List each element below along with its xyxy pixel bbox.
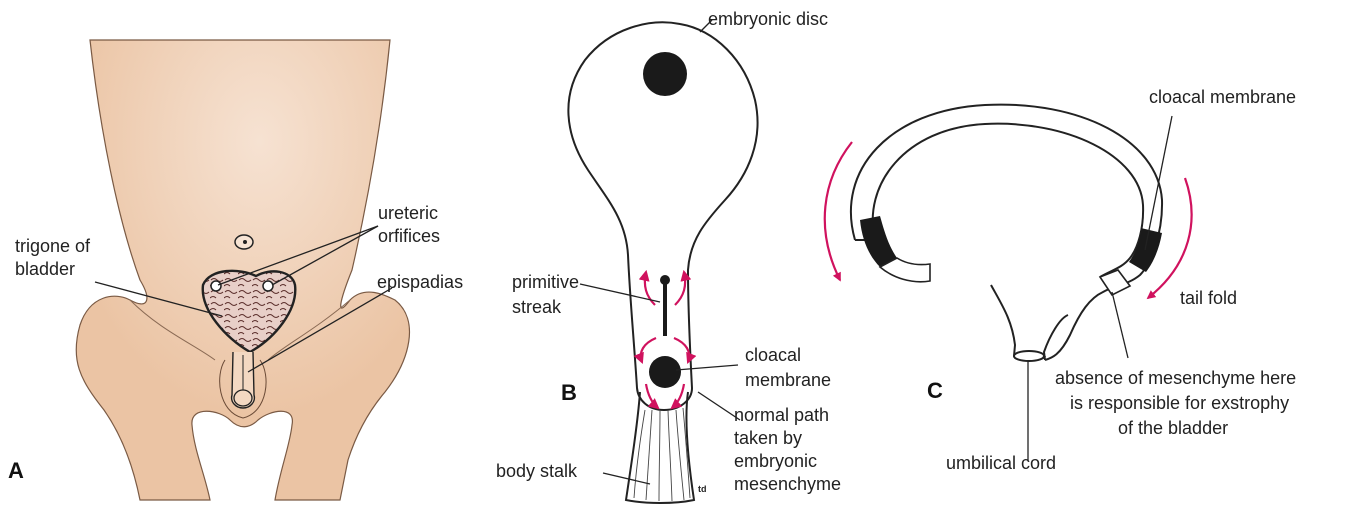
label-cloacal-membrane-c: cloacal membrane	[1149, 87, 1296, 107]
label-normal-path-4: mesenchyme	[734, 474, 841, 494]
label-absence-3: of the bladder	[1118, 418, 1228, 438]
artist-mark: td	[698, 484, 707, 494]
fold-dark-band-left	[860, 216, 897, 267]
panel-letter-b: B	[561, 380, 577, 405]
label-trigone-1: trigone of	[15, 236, 91, 256]
label-body-stalk: body stalk	[496, 461, 578, 481]
label-tail-fold: tail fold	[1180, 288, 1237, 308]
body-silhouette	[76, 40, 409, 500]
umbilical-cord	[991, 285, 1068, 360]
label-normal-path-2: taken by	[734, 428, 802, 448]
label-normal-path-1: normal path	[734, 405, 829, 425]
panel-b: embryonic disc primitive streak cloacal …	[496, 9, 841, 503]
label-absence-1: absence of mesenchyme here	[1055, 368, 1296, 388]
embryo-fold-outer	[851, 105, 1162, 360]
label-normal-path-3: embryonic	[734, 451, 817, 471]
label-embryonic-disc: embryonic disc	[708, 9, 828, 29]
umbilical-cord-opening	[1014, 351, 1044, 361]
label-ureteric-orifices-2: orfifices	[378, 226, 440, 246]
panel-letter-a: A	[8, 458, 24, 483]
label-cloacal-membrane-b-2: membrane	[745, 370, 831, 390]
label-cloacal-membrane-b-1: cloacal	[745, 345, 801, 365]
embryo-fold-inner	[873, 124, 1143, 277]
ureteric-orifice-left	[211, 281, 221, 291]
label-umbilical-cord: umbilical cord	[946, 453, 1056, 473]
cloacal-membrane-b	[649, 356, 681, 388]
panel-a: ureteric orfifices trigone of bladder ep…	[8, 40, 463, 500]
panel-letter-c: C	[927, 378, 943, 403]
label-primitive-streak-2: streak	[512, 297, 562, 317]
label-trigone-2: bladder	[15, 259, 75, 279]
label-ureteric-orifices-1: ureteric	[378, 203, 438, 223]
embryonic-disc-head	[643, 52, 687, 96]
label-primitive-streak-1: primitive	[512, 272, 579, 292]
panel-c: cloacal membrane tail fold absence of me…	[825, 87, 1296, 473]
ureteric-orifice-right	[263, 281, 273, 291]
label-absence-2: is responsible for exstrophy	[1070, 393, 1289, 413]
label-epispadias: epispadias	[377, 272, 463, 292]
fold-arrow-left	[825, 142, 852, 280]
